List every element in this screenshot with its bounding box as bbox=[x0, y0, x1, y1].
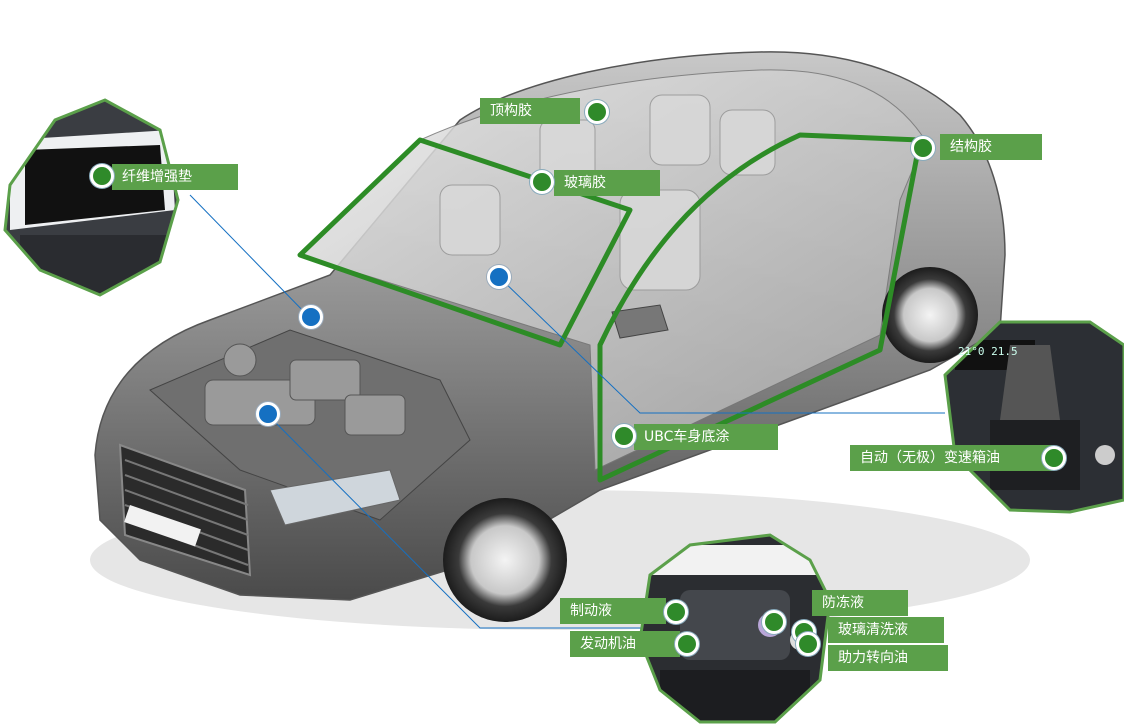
dot-brake[interactable] bbox=[664, 600, 688, 624]
dot-struct-glue[interactable] bbox=[911, 136, 935, 160]
rear-wheel bbox=[882, 267, 978, 363]
blue-dot-cabin[interactable] bbox=[487, 265, 511, 289]
blue-dot-hood[interactable] bbox=[299, 305, 323, 329]
label-atf[interactable]: 自动（无极）变速箱油 bbox=[850, 445, 1054, 471]
inset-engine-fluids-frame bbox=[638, 533, 832, 724]
label-antifreeze[interactable]: 防冻液 bbox=[812, 590, 908, 616]
seats bbox=[439, 94, 776, 291]
label-fiber-pad[interactable]: 纤维增强垫 bbox=[112, 164, 238, 190]
door-frame-outline bbox=[597, 132, 923, 483]
inset-hood-pad bbox=[5, 100, 178, 295]
label-engine-oil[interactable]: 发动机油 bbox=[570, 631, 680, 657]
inset-gear-shifter-frame bbox=[943, 320, 1124, 514]
label-glass-glue[interactable]: 玻璃胶 bbox=[554, 170, 660, 196]
dot-glass-glue[interactable] bbox=[530, 170, 554, 194]
engine-parts bbox=[204, 343, 406, 436]
leader-lines bbox=[189, 194, 945, 629]
license-plate bbox=[124, 505, 201, 547]
label-power-steering[interactable]: 助力转向油 bbox=[828, 645, 948, 671]
label-brake[interactable]: 制动液 bbox=[560, 598, 666, 624]
gear-temperature-display: 21°0 21.5 bbox=[958, 345, 1018, 358]
front-grille bbox=[118, 443, 252, 577]
dot-fiber-pad[interactable] bbox=[90, 164, 114, 188]
label-washer[interactable]: 玻璃清洗液 bbox=[828, 617, 944, 643]
label-roof-glue[interactable]: 顶构胶 bbox=[480, 98, 580, 124]
inset-hood-pad-frame bbox=[3, 98, 180, 297]
side-mirror bbox=[611, 304, 669, 339]
dot-ubc[interactable] bbox=[612, 424, 636, 448]
front-wheel bbox=[443, 498, 567, 622]
dot-roof-glue[interactable] bbox=[585, 100, 609, 124]
label-ubc[interactable]: UBC车身底涂 bbox=[634, 424, 778, 450]
adhesive-outlines bbox=[297, 132, 923, 483]
dot-antifreeze[interactable] bbox=[762, 610, 786, 634]
blue-dot-engine[interactable] bbox=[256, 402, 280, 426]
windshield-outline bbox=[297, 137, 633, 348]
dot-engine-oil[interactable] bbox=[675, 632, 699, 656]
label-struct-glue[interactable]: 结构胶 bbox=[940, 134, 1042, 160]
dot-power-steering[interactable] bbox=[796, 632, 820, 656]
dot-atf[interactable] bbox=[1042, 446, 1066, 470]
headlight bbox=[269, 469, 401, 526]
